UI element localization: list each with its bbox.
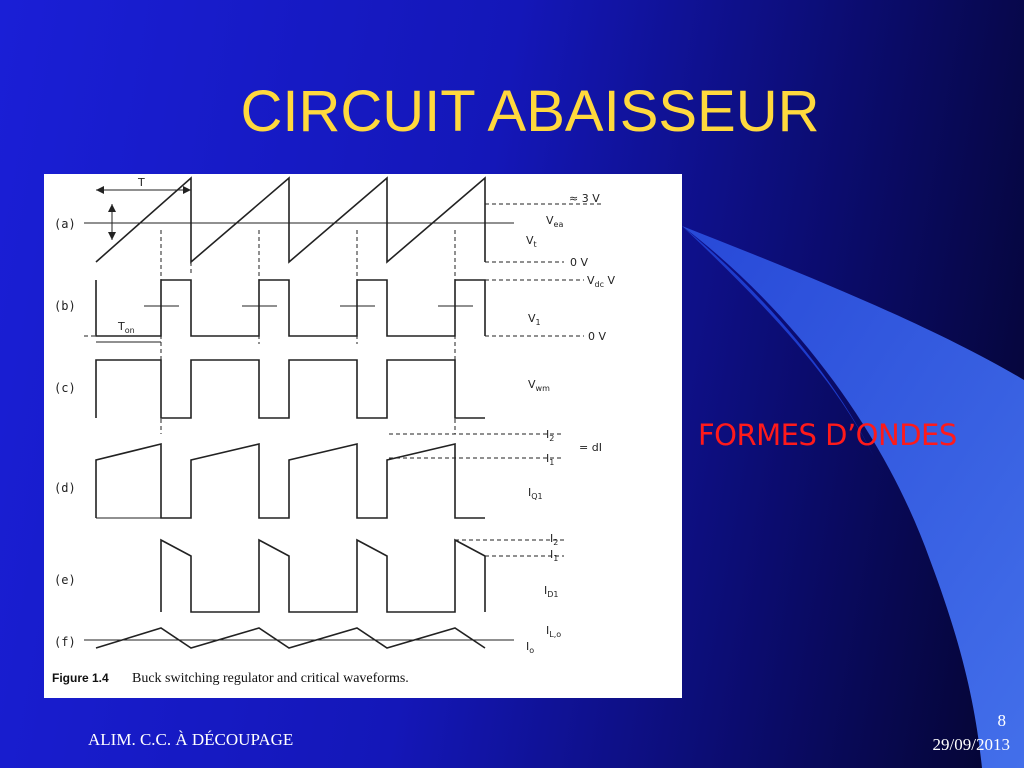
label-b-vdc: Vdc V <box>587 274 616 289</box>
row-labels: (a) (b) (c) (d) (e) (f) <box>54 217 76 649</box>
label-a-vea: Vea <box>546 214 563 229</box>
label-b-v1: V1 <box>528 312 541 327</box>
row-label-d: (d) <box>54 481 76 495</box>
label-a-3v: ≈ 3 V <box>569 192 600 205</box>
waveform-figure: (a) (b) (c) (d) (e) (f) T Ton ≈ 3 V Vea … <box>44 174 682 698</box>
waveform-f <box>84 627 514 649</box>
waveform-c <box>95 359 485 419</box>
label-c-vwm: Vwm <box>528 378 550 393</box>
figure-caption-label: Figure 1.4 <box>52 671 109 685</box>
label-a-0v: 0 V <box>570 256 588 269</box>
label-e-i1: I1 <box>550 548 558 563</box>
label-d-i2: I2 <box>546 428 554 443</box>
slide-subtitle: FORMES D’ONDES <box>698 418 957 452</box>
row-label-e: (e) <box>54 573 76 587</box>
label-f-io: Io <box>526 640 534 655</box>
page-number: 8 <box>997 711 1007 730</box>
label-b-0v: 0 V <box>588 330 606 343</box>
slide-date: 29/09/2013 <box>932 735 1010 754</box>
period-label: T <box>137 176 145 189</box>
label-e-id1: ID1 <box>544 584 559 599</box>
footer-title: ALIM. C.C. À DÉCOUPAGE <box>88 730 294 749</box>
label-d-iq1: IQ1 <box>528 486 543 501</box>
label-a-vt: Vt <box>526 234 537 249</box>
waveform-a <box>84 176 514 264</box>
waveform-e <box>160 538 486 613</box>
waveform-d <box>95 442 485 519</box>
waveform-diagram: (a) (b) (c) (d) (e) (f) T Ton ≈ 3 V Vea … <box>52 176 616 686</box>
waveform-b <box>95 279 486 337</box>
ton-label: Ton <box>117 320 135 335</box>
label-f-il0: IL,o <box>546 624 561 639</box>
figure-caption-text: Buck switching regulator and critical wa… <box>132 671 409 686</box>
label-d-di: = dI <box>579 441 602 454</box>
row-label-b: (b) <box>54 299 76 313</box>
label-e-i2: I2 <box>550 532 558 547</box>
label-d-i1: I1 <box>546 452 554 467</box>
row-label-f: (f) <box>54 635 76 649</box>
slide-title: CIRCUIT ABAISSEUR <box>240 79 820 144</box>
row-label-a: (a) <box>54 217 76 231</box>
row-label-c: (c) <box>54 381 76 395</box>
